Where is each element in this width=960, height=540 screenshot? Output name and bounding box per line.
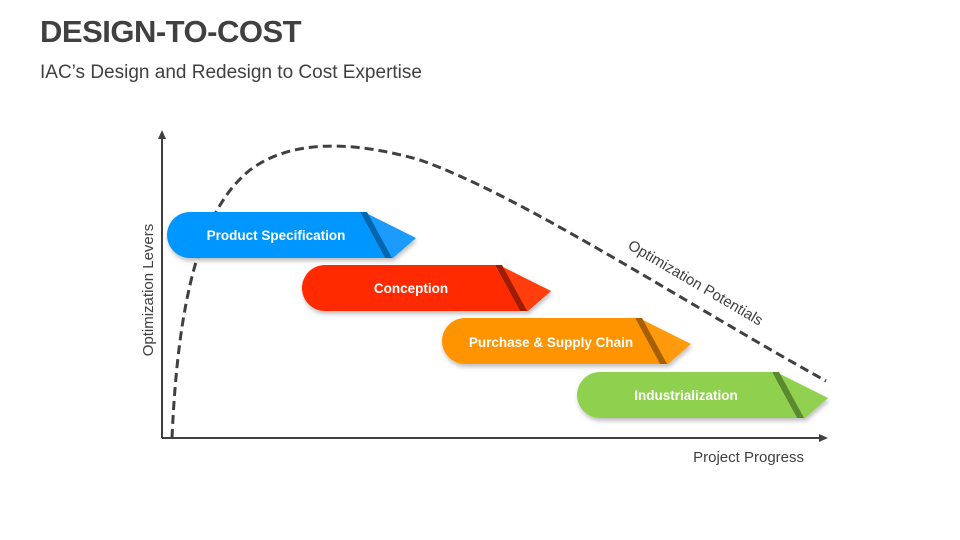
stage-product-specification: Product Specification [167, 212, 416, 258]
stage-label: Product Specification [207, 228, 346, 243]
stage-industrialization: Industrialization [577, 372, 828, 418]
x-axis-label: Project Progress [693, 449, 804, 466]
stage-label: Conception [374, 281, 448, 296]
stripe [495, 265, 527, 311]
stage-body [577, 372, 797, 418]
stage-body [167, 212, 385, 258]
stage-conception: Conception [302, 265, 551, 311]
axes [158, 130, 828, 442]
y-axis-label: Optimization Levers [140, 224, 157, 357]
arrowhead-icon [503, 267, 551, 311]
page-title: DESIGN-TO-COST [40, 14, 302, 49]
stage-body [302, 265, 520, 311]
optimization-potentials-curve [170, 144, 827, 439]
stage-body [442, 318, 660, 364]
stripe [772, 372, 804, 418]
stripe [360, 212, 392, 258]
arrowhead-icon [368, 214, 416, 258]
curve-label: Optimization Potentials [625, 237, 766, 330]
stage-label: Industrialization [634, 388, 738, 403]
stripe [635, 318, 667, 364]
page-subtitle: IAC’s Design and Redesign to Cost Expert… [40, 62, 422, 83]
stage-label: Purchase & Supply Chain [469, 335, 633, 350]
arrowhead-icon [643, 320, 691, 364]
arrowhead-icon [780, 374, 828, 418]
x-axis-arrowhead-icon [819, 434, 828, 442]
y-axis-arrowhead-icon [158, 130, 166, 139]
stage-purchase-supply-chain: Purchase & Supply Chain [442, 318, 691, 364]
